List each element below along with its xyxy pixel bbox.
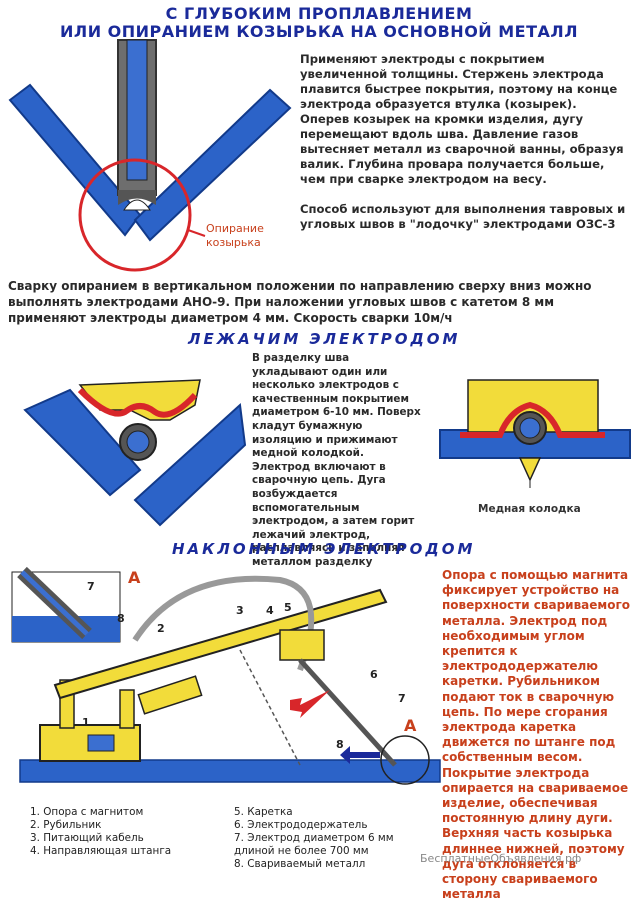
watermark: БесплатныеОбъявления.рф [420, 852, 582, 865]
visor-support-label: Опирание козырька [206, 222, 264, 249]
method-description: Применяют электроды с покрытием увеличен… [300, 52, 624, 186]
callout-8-inset: 8 [117, 612, 125, 625]
legend-item-5: 5. Каретка [234, 806, 293, 818]
callout-3: 3 [236, 604, 244, 617]
legend-item-6: 6. Электрододержатель [234, 819, 368, 831]
callout-6: 6 [370, 668, 378, 681]
inclined-electrode-title: НАКЛОННЫМ ЭЛЕКТРОДОМ [172, 540, 476, 558]
inset-a-diagram [11, 566, 121, 643]
heading-line-2: ИЛИ ОПИРАНИЕМ КОЗЫРЬКА НА ОСНОВНОЙ МЕТАЛ… [60, 22, 578, 41]
lying-electrode-diagram [23, 379, 247, 527]
vertical-welding-note: Сварку опиранием в вертикальном положени… [8, 279, 592, 325]
legend-item-3: 3. Питающий кабель [30, 832, 144, 844]
copper-block-caption: Медная колодка [478, 503, 581, 515]
support-visor-diagram [8, 39, 292, 272]
legend-item-4: 4. Направляющая штанга [30, 845, 172, 857]
callout-8: 8 [336, 738, 344, 751]
legend-item-1: 1. Опора с магнитом [30, 806, 144, 818]
legend-left: 1. Опора с магнитом 2. Рубильник 3. Пита… [30, 806, 230, 858]
copper-block-diagram [439, 379, 631, 488]
legend-item-8: 8. Свариваемый металл [234, 858, 366, 870]
marker-a-inset: А [128, 568, 141, 587]
legend-right: 5. Каретка 6. Электрододержатель 7. Элек… [234, 806, 434, 871]
legend-item-7: 7. Электрод диаметром 6 мм длиной не бол… [234, 832, 394, 857]
method-usage: Способ используют для выполнения тавровы… [300, 202, 626, 231]
inclined-electrode-diagram [19, 575, 441, 785]
callout-7: 7 [398, 692, 406, 705]
callout-2: 2 [157, 622, 165, 635]
callout-5: 5 [284, 601, 292, 614]
heading-line-1: С ГЛУБОКИМ ПРОПЛАВЛЕНИЕМ [165, 4, 473, 23]
callout-4: 4 [266, 604, 274, 617]
lying-electrode-title: ЛЕЖАЧИМ ЭЛЕКТРОДОМ [188, 330, 461, 348]
lying-electrode-description: В разделку шва укладывают один или неско… [252, 352, 421, 568]
callout-1: 1 [82, 716, 90, 729]
callout-7-inset: 7 [87, 580, 95, 593]
legend-item-2: 2. Рубильник [30, 819, 102, 831]
marker-a-main: А [404, 716, 417, 735]
